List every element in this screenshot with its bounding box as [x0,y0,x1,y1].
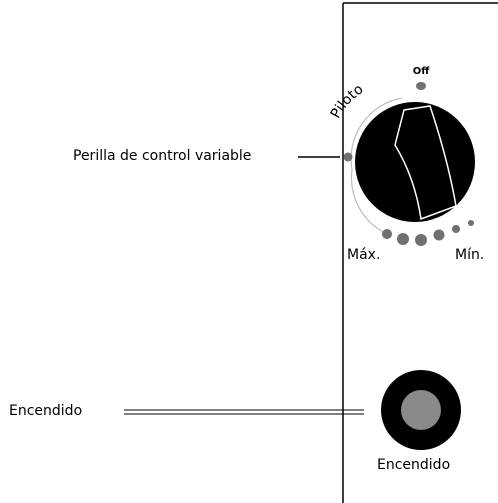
control-knob[interactable] [355,102,475,222]
off-position-dot [416,82,426,90]
flame-dot-5 [452,225,460,233]
panel-outline [342,2,498,503]
igniter-center[interactable] [401,390,441,430]
max-label: Máx. [347,247,381,263]
igniter-button[interactable] [381,370,461,450]
flame-level-dots [382,220,474,246]
control-knob-callout-label: Perilla de control variable [73,148,252,164]
knob-pointer-marker [394,105,457,221]
flame-dot-4 [433,229,445,241]
pilot-position-dot [343,152,353,162]
flame-dot-1 [382,229,392,239]
min-label: Mín. [455,247,485,263]
flame-dot-6 [468,220,474,226]
flame-dot-2 [397,233,409,245]
igniter-leader-line [124,409,364,415]
igniter-callout-label: Encendido [9,403,83,419]
flame-dot-3 [415,234,427,246]
off-label: Off [413,66,431,77]
pilot-lower-arc [350,169,386,234]
pilot-label: Piloto [328,81,367,121]
pilot-label-path: Piloto [328,81,367,121]
knob-body[interactable] [355,102,475,222]
igniter-button-label: Encendido [377,457,451,473]
